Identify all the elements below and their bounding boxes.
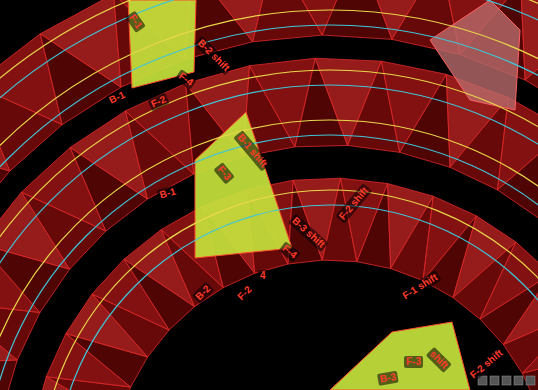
face-label: shift	[426, 347, 452, 373]
face-label: F-2 shift	[466, 346, 507, 383]
guide-ring	[0, 85, 538, 390]
mesh-face	[522, 311, 538, 373]
face-label: B-3 shift	[288, 214, 329, 252]
face-label: B-2	[192, 282, 215, 305]
face-label: F-2	[234, 282, 256, 304]
face-label: F-3	[404, 356, 423, 368]
face-label: F-1	[125, 11, 146, 33]
guide-ring	[40, 190, 538, 390]
toolbar-icon	[514, 376, 523, 385]
face-label: B-1 shift	[233, 130, 270, 171]
face-label: B-2 shift	[194, 36, 234, 76]
guide-ring	[0, 25, 538, 390]
mesh-face	[522, 352, 538, 390]
toolbar-icon	[502, 376, 511, 385]
toolbar-icon	[490, 376, 499, 385]
toolbar-icon	[526, 376, 535, 385]
face-label: B-1	[105, 88, 128, 107]
mesh-face	[430, 0, 520, 110]
face-label: B-3	[377, 371, 399, 386]
face-label: F-4	[278, 241, 300, 262]
selected-face	[330, 322, 470, 390]
mesh-face	[525, 19, 538, 115]
face-label: 4	[258, 270, 268, 282]
mesh-face	[498, 130, 538, 220]
mesh-face	[40, 0, 121, 87]
selected-face	[195, 112, 292, 258]
guide-ring	[55, 205, 538, 390]
face-label: F-2	[147, 93, 169, 112]
mesh-face	[537, 352, 538, 390]
guide-ring	[0, 70, 538, 390]
guide-ring	[0, 10, 538, 390]
mesh-face	[0, 360, 17, 390]
face-label: F-3	[213, 162, 234, 184]
face-label: F-4	[175, 69, 197, 90]
guide-ring	[0, 120, 538, 390]
face-label: F-1 shift	[399, 270, 442, 303]
guide-ring	[0, 135, 538, 390]
face-label: F-2 shift	[335, 183, 372, 224]
face-label: B-1	[156, 185, 179, 202]
